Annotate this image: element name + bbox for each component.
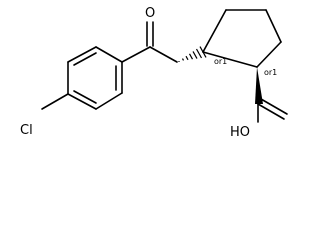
ring-bond: [67, 93, 97, 110]
ring-bond: [95, 46, 123, 63]
carboxyl-double-bond: [257, 103, 285, 120]
aromatic-inner-bond: [73, 52, 97, 66]
carbonyl-oxygen-label: O: [145, 6, 155, 21]
aromatic-inner-bond: [73, 90, 97, 104]
carboxyl-double-bond: [260, 98, 288, 115]
cyclopentane-ring: [202, 9, 282, 68]
hashed-wedge-bond: [178, 46, 207, 62]
chlorine-atom-label: Cl: [20, 123, 33, 138]
aryl-carbonyl-bond: [121, 46, 151, 63]
benzene-ring: [67, 46, 123, 110]
ring-bond: [202, 51, 258, 68]
ring-bond: [95, 92, 123, 110]
hydroxyl-label: HO: [230, 125, 250, 140]
c-cl-bond: [41, 93, 69, 110]
ring-bond: [67, 46, 97, 63]
chemical-structure-diagram: Cl O or1 or1 HO: [20, 6, 288, 140]
bold-wedge-bond: [255, 67, 263, 104]
stereo-label-c1: or1: [214, 57, 227, 66]
ring-bond: [256, 41, 282, 68]
stereo-label-c2: or1: [264, 68, 277, 77]
ring-bond: [265, 9, 282, 43]
carbonyl-ch2-bond: [149, 46, 178, 63]
ring-bond: [202, 9, 227, 53]
